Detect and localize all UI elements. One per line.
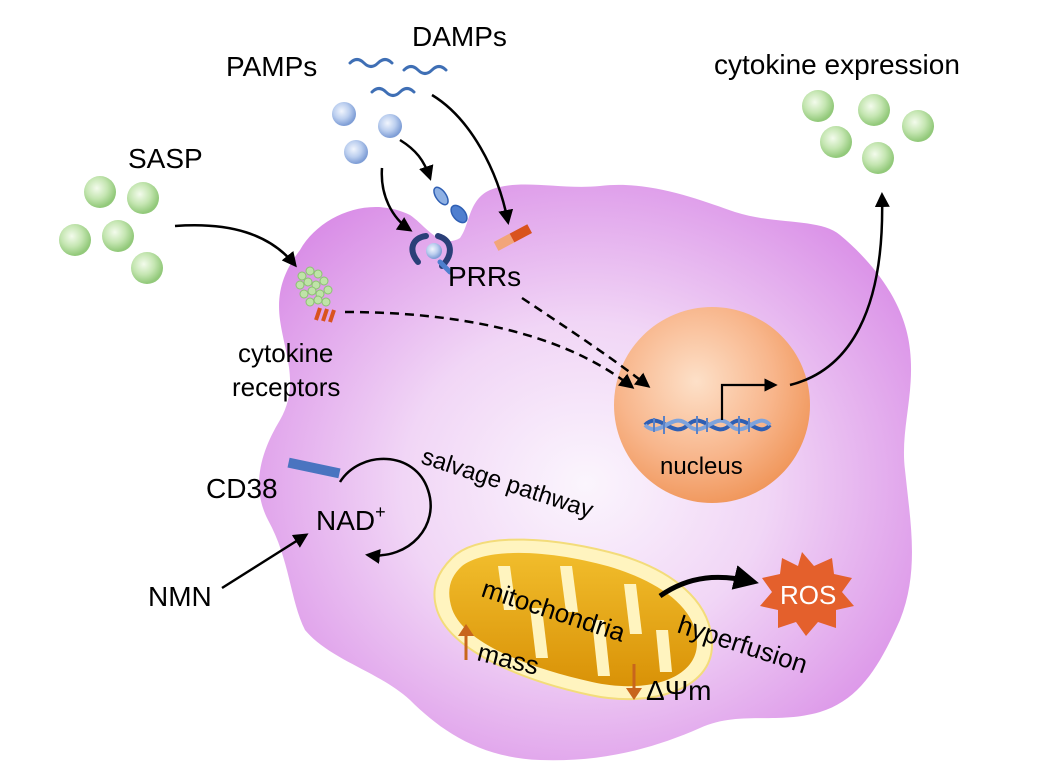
ros-star-icon bbox=[760, 552, 854, 636]
cytokine-receptors-label-line2: receptors bbox=[232, 372, 340, 402]
cytokine-receptors-label-line1: cytokine bbox=[238, 338, 333, 368]
ros-label: ROS bbox=[780, 580, 836, 610]
cytokine-receptor-icon bbox=[295, 266, 336, 323]
damps-to-prr-arrow bbox=[431, 93, 514, 225]
prr-to-nucleus-dashed-arrow bbox=[521, 296, 651, 388]
nucleus-label: nucleus bbox=[660, 453, 743, 480]
dna-icon bbox=[643, 416, 772, 434]
pamps-label: PAMPs bbox=[226, 51, 317, 82]
nucleus bbox=[614, 307, 810, 503]
prr-receptor-icon bbox=[409, 233, 453, 275]
nmn-label: NMN bbox=[148, 581, 212, 612]
nad-label: NAD+ bbox=[316, 502, 386, 536]
cd38-label: CD38 bbox=[206, 473, 278, 504]
mito-to-ros-arrow bbox=[658, 565, 759, 599]
nmn-to-nad-arrow bbox=[221, 533, 309, 590]
receptor-to-nucleus-dashed-arrow bbox=[344, 310, 635, 389]
cytokine-expression-particles bbox=[802, 90, 934, 174]
mitochondria bbox=[433, 538, 714, 701]
pamps-to-prr-arrow-1 bbox=[380, 167, 413, 232]
mass-up-arrow-icon bbox=[458, 624, 474, 660]
membrane-potential-down-arrow-icon bbox=[626, 664, 642, 700]
damps-waves bbox=[348, 58, 448, 97]
transcription-arrow bbox=[720, 378, 778, 420]
sasp-label: SASP bbox=[128, 143, 203, 174]
prr-bar-icon bbox=[493, 224, 533, 251]
salvage-cycle-arrow bbox=[338, 457, 432, 564]
cd38-bar-icon bbox=[287, 457, 341, 479]
sasp-particles bbox=[59, 176, 163, 284]
pamps-particles bbox=[332, 102, 402, 164]
pamps-to-floating-arrow bbox=[399, 138, 434, 181]
floating-receptor-icon bbox=[433, 186, 468, 224]
cytokine-expression-label: cytokine expression bbox=[714, 49, 960, 80]
damps-label: DAMPs bbox=[412, 21, 507, 52]
sasp-to-receptor-arrow bbox=[174, 224, 297, 268]
prrs-label: PRRs bbox=[448, 261, 521, 292]
nucleus-to-cytokine-arrow bbox=[789, 192, 890, 387]
delta-psi-m-label: ΔΨm bbox=[646, 675, 711, 706]
